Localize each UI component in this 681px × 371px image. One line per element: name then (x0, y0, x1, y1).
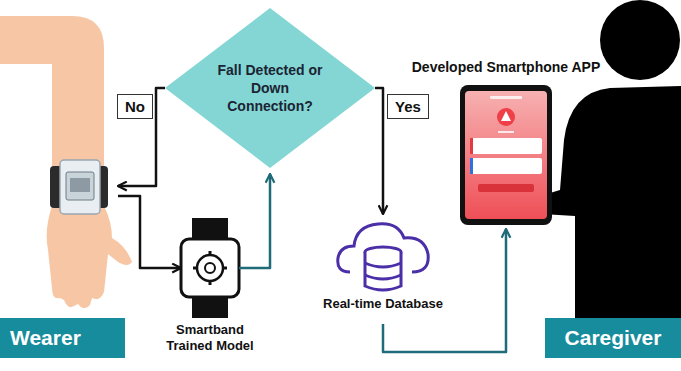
flow-arrow (118, 196, 181, 268)
edge-label: No (117, 94, 153, 119)
wearer-region: Wearer (0, 0, 118, 371)
smartphone-box: Developed Smartphone APP (460, 85, 552, 225)
decision-diamond: Fall Detected or Down Connection? (165, 8, 375, 168)
wearer-arm (0, 16, 132, 308)
node-text: Smartband Trained Model (155, 322, 265, 355)
database-box: Real-time Database (333, 212, 433, 320)
flow-arrow (239, 174, 270, 268)
node-text: Wearer (0, 318, 125, 358)
caregiver-silhouette (537, 0, 681, 330)
smartband-icon (181, 218, 239, 318)
node-text: Real-time Database (323, 296, 443, 311)
model-box: Smartband Trained Model (181, 218, 239, 318)
edge-label: Yes (387, 94, 429, 119)
flow-arrow (118, 88, 165, 186)
node-text: Caregiver (545, 318, 681, 358)
database-icon (338, 224, 428, 290)
flow-arrow (375, 88, 383, 214)
caregiver-box: Caregiver (545, 318, 681, 358)
node-text: Fall Detected or Down Connection? (214, 61, 326, 116)
flow-arrow (383, 229, 506, 352)
node-text: Developed Smartphone APP (412, 59, 601, 75)
smartphone-app (460, 85, 552, 225)
